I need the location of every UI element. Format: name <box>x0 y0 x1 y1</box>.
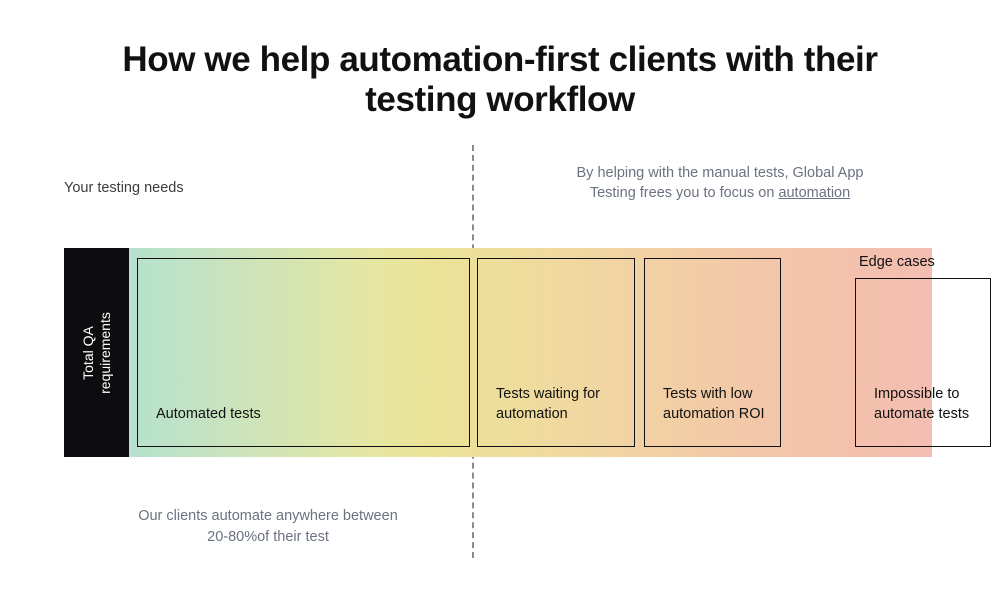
segment-label: Tests with low automation ROI <box>663 386 765 422</box>
page-title: How we help automation-first clients wit… <box>70 40 930 120</box>
page-title-prefix: How we help <box>122 40 340 79</box>
segment-label: Automated tests <box>156 406 261 422</box>
edge-cases-label: Edge cases <box>859 254 935 270</box>
your-testing-needs-label: Your testing needs <box>64 180 184 196</box>
axis-label-line1: Total QA <box>79 325 96 380</box>
page-title-emphasis: automation-first <box>339 40 600 79</box>
axis-label: Total QA requirements <box>80 312 114 394</box>
manual-tests-note-line1: By helping with the manual tests, Global… <box>576 165 864 181</box>
axis-label-line2: requirements <box>96 311 113 394</box>
segment-tests-with-low-automation-roi[interactable]: Tests with low automation ROI <box>644 258 781 447</box>
total-qa-requirements-axis: Total QA requirements <box>64 248 129 457</box>
segment-label: Impossible to automate tests <box>874 386 970 422</box>
automation-range-note-line2: 20-80%of their test <box>207 529 329 545</box>
qa-requirements-band: Total QA requirements Edge cases Automat… <box>64 248 991 457</box>
automation-range-note: Our clients automate anywhere between 20… <box>118 506 418 548</box>
automation-link[interactable]: automation <box>778 185 851 201</box>
segment-automated-tests[interactable]: Automated tests <box>137 258 470 447</box>
page-title-suffix: clients with their testing workflow <box>365 40 878 119</box>
automation-range-note-line1: Our clients automate anywhere between <box>138 508 398 524</box>
segment-impossible-to-automate-tests[interactable]: Impossible to automate tests <box>855 278 991 447</box>
manual-tests-note: By helping with the manual tests, Global… <box>520 163 920 203</box>
manual-tests-note-line2: Testing frees you to focus on <box>589 185 779 201</box>
gradient-track: Edge cases Automated tests Tests waiting… <box>129 248 991 457</box>
segment-tests-waiting-for-automation[interactable]: Tests waiting for automation <box>477 258 635 447</box>
segment-label: Tests waiting for automation <box>496 386 600 422</box>
